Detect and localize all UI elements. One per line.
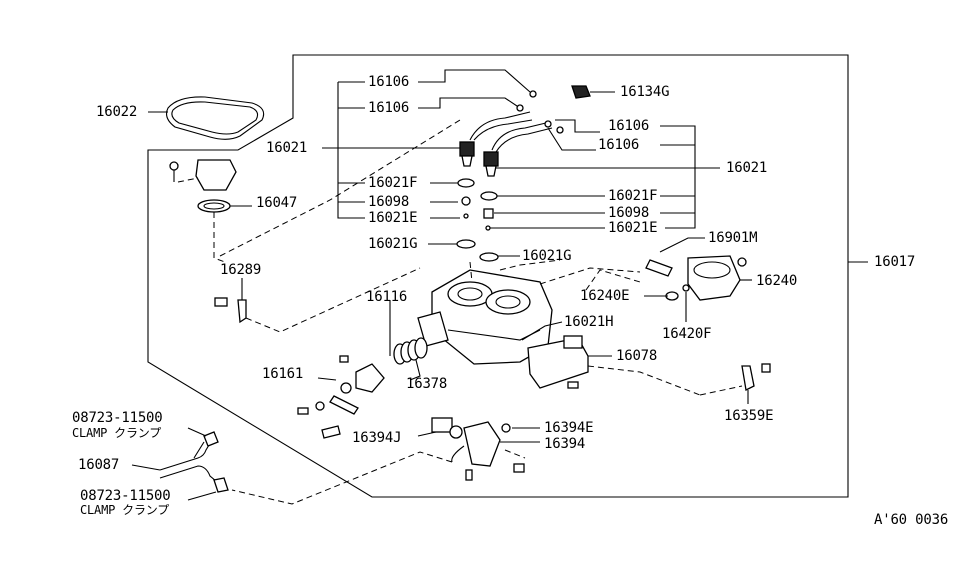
label-16021F-left: 16021F [368, 175, 418, 191]
label-16378: 16378 [406, 376, 448, 392]
label-16134G: 16134G [620, 84, 670, 100]
label-16359E: 16359E [724, 408, 774, 424]
label-16078: 16078 [616, 348, 658, 364]
label-16021-left: 16021 [266, 140, 308, 156]
label-16017: 16017 [874, 254, 916, 270]
bracket-16359E [741, 363, 771, 391]
regulator-16240 [645, 255, 747, 301]
label-16098-right: 16098 [608, 205, 650, 221]
label-16240E: 16240E [580, 288, 630, 304]
assembly-frame [147, 54, 849, 498]
dashpot-16161 [297, 355, 385, 439]
injector-right [479, 121, 553, 262]
label-16022: 16022 [96, 104, 138, 120]
label-16087: 16087 [78, 457, 120, 473]
cover-16078 [527, 335, 589, 389]
hose-16087 [159, 431, 229, 493]
screws-16106 [516, 90, 564, 134]
label-16394E: 16394E [544, 420, 594, 436]
label-16021G-left: 16021G [368, 236, 418, 252]
fitting-16047 [169, 159, 237, 213]
label-16021F-right: 16021F [608, 188, 658, 204]
throttle-body [417, 269, 553, 365]
label-16394J: 16394J [352, 430, 402, 446]
label-16021G-right: 16021G [522, 248, 572, 264]
cap-16134G [571, 85, 591, 99]
label-16901M: 16901M [708, 230, 758, 246]
label-16021H: 16021H [564, 314, 614, 330]
label-16021E-left: 16021E [368, 210, 418, 226]
label-16240: 16240 [756, 273, 798, 289]
spring-16378 [393, 337, 428, 365]
label-16021-right: 16021 [726, 160, 768, 176]
label-16394: 16394 [544, 436, 586, 452]
sensor-16394 [431, 417, 525, 481]
label-16021E-right: 16021E [608, 220, 658, 236]
label-16106-b: 16106 [368, 100, 410, 116]
label-16289: 16289 [220, 262, 262, 278]
label-16098-left: 16098 [368, 194, 410, 210]
label-16047: 16047 [256, 195, 298, 211]
label-16116: 16116 [366, 289, 408, 305]
bracket-16289 [214, 297, 247, 324]
gasket-16022 [166, 96, 265, 140]
label-16106-a: 16106 [368, 74, 410, 90]
label-clamp-1-text: CLAMP クランプ [72, 426, 161, 440]
catalog-reference: A'60 0036 [874, 512, 949, 528]
label-16106-c: 16106 [608, 118, 650, 134]
label-16106-d: 16106 [598, 137, 640, 153]
injector-left [456, 111, 533, 249]
label-clamp-2-text: CLAMP クランプ [80, 503, 169, 517]
label-16161: 16161 [262, 366, 304, 382]
label-clamp-2-code: 08723-11500 [80, 488, 171, 504]
label-16420F: 16420F [662, 326, 712, 342]
label-clamp-1-code: 08723-11500 [72, 410, 163, 426]
